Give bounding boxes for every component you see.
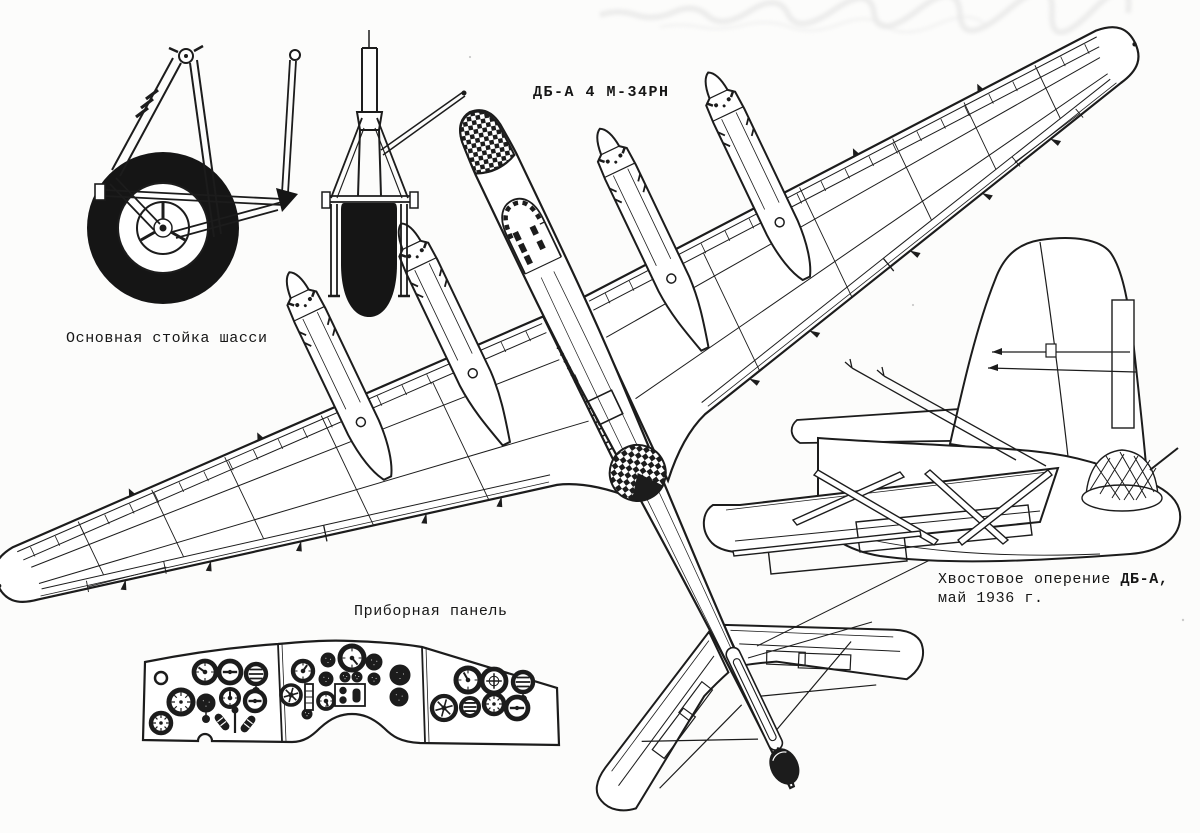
gear-caption: Основная стойка шасси <box>66 330 268 347</box>
tail-gun-turret <box>1081 447 1179 512</box>
junction-wedge <box>276 188 298 212</box>
panel-gauge-dark <box>367 672 381 686</box>
panel-gauge-dark <box>389 687 409 707</box>
panel-gauge-needle <box>191 658 219 686</box>
nacelle-access-circle <box>355 416 367 428</box>
panel-gauge-ticks <box>166 687 196 717</box>
hub-spokes <box>140 203 186 242</box>
adjustment-rods <box>844 358 1047 467</box>
side-stay <box>281 49 301 194</box>
top-pivot-fitting <box>168 44 204 64</box>
axle-crossbar <box>321 191 419 209</box>
engine-nacelle <box>704 71 812 282</box>
panel-gauge-hbar <box>242 688 268 714</box>
panel-gauge-spoked <box>429 693 459 723</box>
panel-gauge-hbar <box>503 694 531 722</box>
panel-gauge-box <box>334 683 366 707</box>
wheel-fork <box>328 204 410 298</box>
rudder-trim-tab <box>1111 299 1135 429</box>
canopy-windows <box>512 225 546 266</box>
panel-gauge-hbar <box>216 658 244 686</box>
panel-gauge-needle <box>316 691 336 711</box>
nacelle-access-circle <box>774 217 785 228</box>
panel-caption: Приборная панель <box>354 603 508 620</box>
landing-gear-side-view <box>87 44 301 304</box>
fuselage <box>459 109 796 790</box>
oleo-strut <box>111 57 182 177</box>
stabilizer-struts <box>732 469 1053 557</box>
panel-gauge-dark <box>339 671 351 683</box>
panel-gauge-dark <box>389 664 411 686</box>
canopy-frame-dashes <box>503 200 545 240</box>
tire-front <box>341 203 397 317</box>
panel-gauge-dark <box>318 671 334 687</box>
gun-barrel <box>1149 447 1179 471</box>
wing-and-stabilizer-half <box>0 222 759 812</box>
panel-gauge-needle <box>218 686 242 710</box>
wing-outline <box>581 26 1140 484</box>
nacelle-access-circle <box>467 368 479 379</box>
a-frame-braces <box>330 117 409 199</box>
panel-gauge-leverv <box>231 706 239 733</box>
canopy-aft-line <box>524 256 562 275</box>
panel-gauge-cross <box>479 666 509 696</box>
wingtip-light <box>1132 42 1137 47</box>
engine-nacelle <box>596 127 710 352</box>
stab-le-line <box>725 471 1049 511</box>
engine-nacelle <box>285 271 393 481</box>
wingtip-light <box>0 583 2 589</box>
upper-column <box>355 47 384 197</box>
landing-gear-front-view <box>321 30 467 317</box>
nose-frame-line <box>475 154 515 175</box>
instrument-panel <box>141 639 561 747</box>
panel-gauge-ticks <box>148 710 174 736</box>
fuselage-stringer <box>540 277 769 746</box>
panel-gauge-dark <box>196 693 216 723</box>
cockpit-canopy <box>501 197 563 275</box>
panel-divider <box>425 646 430 743</box>
dorsal-turret <box>608 443 667 502</box>
panel-gauge-spoked <box>279 683 303 707</box>
engine-nacelle <box>397 222 512 447</box>
fuselage-rivet-ticks <box>556 345 615 455</box>
panel-gauge-dark <box>365 653 383 671</box>
antenna-masts <box>987 343 1137 373</box>
nacelle-outline <box>704 71 812 282</box>
tail-side-view <box>702 237 1182 575</box>
main-leg-strut <box>189 59 222 238</box>
panel-gauge-slit <box>304 683 314 711</box>
panel-gauge-ticks <box>481 691 507 717</box>
tail-caption-line1: Хвостовое оперение ДБ-А, <box>938 571 1169 588</box>
nose-turret <box>459 110 516 175</box>
panel-gauge-dark <box>351 671 363 683</box>
nacelle-outline <box>285 271 393 481</box>
stabilizer-outline <box>595 629 730 812</box>
panel-gauge-lever <box>214 713 230 731</box>
drawing-title: ДБ-А 4 М-34РН <box>533 84 670 101</box>
panel-gauge-hatch <box>243 661 269 695</box>
panel-gauge-dark <box>301 708 313 720</box>
panel-gauge-dark <box>320 652 336 668</box>
nacelle-outline <box>596 127 710 352</box>
panel-divider <box>421 646 426 743</box>
fuselage-hatch <box>587 389 624 426</box>
antenna-wires <box>747 555 939 659</box>
lower-links <box>109 177 283 239</box>
panel-gauge-ring <box>153 670 169 686</box>
tail-caption: Хвостовое оперение ДБ-А, май 1936 г. <box>938 570 1168 608</box>
stabilizer-outline <box>721 623 925 681</box>
panel-gauge-needle <box>453 665 483 695</box>
nacelle-access-circle <box>666 273 677 284</box>
panel-gauge-hatch <box>458 695 482 719</box>
wing-and-stabilizer-half <box>581 26 1140 731</box>
retraction-rod <box>380 90 467 156</box>
tail-turret <box>769 746 800 785</box>
panel-gauge-needle <box>337 643 367 673</box>
panel-gauge-needle <box>290 658 316 684</box>
tail-caption-line2: май 1936 г. <box>938 590 1044 607</box>
bleedthrough-marks <box>599 0 1132 36</box>
panel-gauge-lever <box>240 715 256 733</box>
